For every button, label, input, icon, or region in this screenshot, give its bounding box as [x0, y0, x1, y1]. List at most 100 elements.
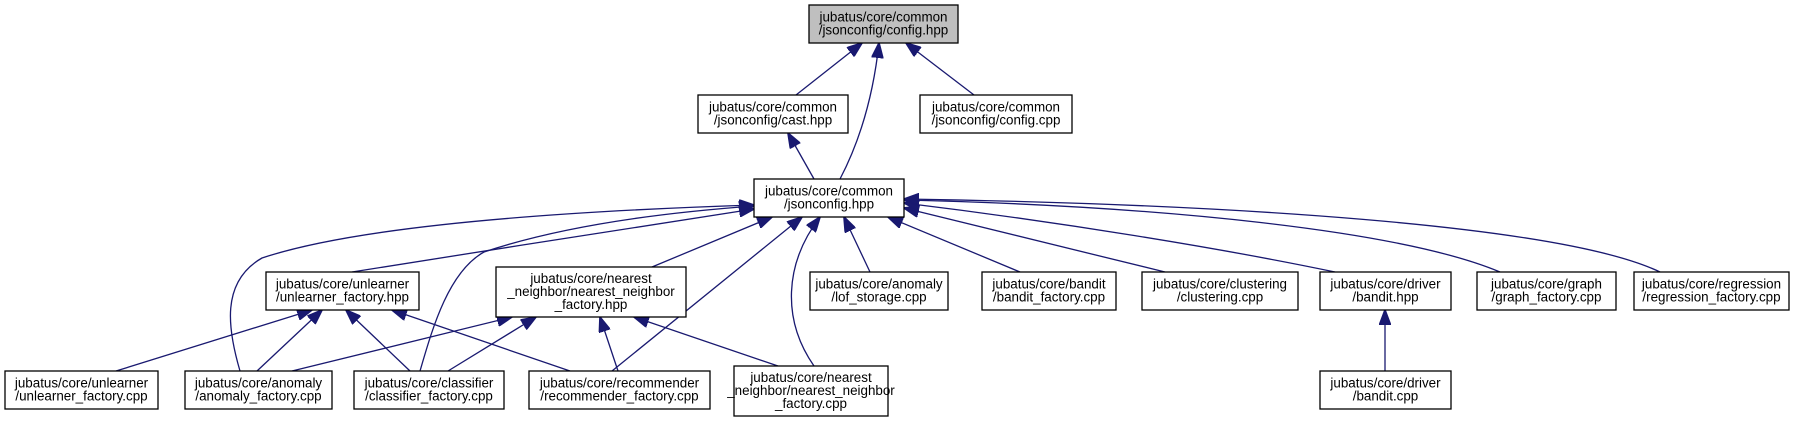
- node-box: [1141, 271, 1299, 311]
- edge-classifier-factory-cpp-includes-jsonconfig-hpp: [419, 206, 754, 372]
- node-label-line: jubatus/core/driver: [1329, 277, 1441, 292]
- node-label-line: /clustering.cpp: [1177, 290, 1263, 305]
- edge-recommender-factory-cpp-includes-unlearner-factory-hpp: [392, 310, 571, 372]
- node-box: [495, 266, 687, 318]
- node-label-line: /jsonconfig/cast.hpp: [714, 113, 832, 128]
- node-config-cpp[interactable]: jubatus/core/common/jsonconfig/config.cp…: [919, 94, 1073, 134]
- edge-graph-factory-cpp-includes-jsonconfig-hpp: [904, 200, 1501, 273]
- edge-lof-storage-cpp-includes-jsonconfig-hpp: [844, 217, 871, 273]
- node-box: [733, 365, 889, 417]
- node-box: [528, 370, 711, 410]
- edge-cast-hpp-includes-config-hpp: [795, 43, 862, 96]
- node-anomaly-factory-cpp[interactable]: jubatus/core/anomaly/anomaly_factory.cpp: [184, 370, 333, 410]
- node-label-line: jubatus/core/nearest: [529, 271, 652, 286]
- node-label-line: /graph_factory.cpp: [1492, 290, 1602, 305]
- node-box: [265, 271, 420, 311]
- node-label-line: /anomaly_factory.cpp: [195, 389, 321, 404]
- node-nn-factory-hpp[interactable]: jubatus/core/nearest_neighbor/nearest_ne…: [495, 266, 687, 318]
- edge-anomaly-factory-cpp-includes-unlearner-factory-hpp: [256, 310, 322, 372]
- node-label-line: jubatus/core/common: [708, 100, 837, 115]
- node-box: [184, 370, 333, 410]
- node-label-line: /jsonconfig/config.cpp: [932, 113, 1061, 128]
- node-graph-factory-cpp[interactable]: jubatus/core/graph/graph_factory.cpp: [1476, 271, 1617, 311]
- node-box: [809, 271, 949, 311]
- node-label-line: jubatus/core/regression: [1641, 277, 1781, 292]
- edge-nn-factory-hpp-includes-jsonconfig-hpp: [651, 217, 772, 268]
- node-label-line: jubatus/core/common: [764, 184, 893, 199]
- node-label-line: /unlearner_factory.cpp: [15, 389, 147, 404]
- node-bandit-factory-cpp[interactable]: jubatus/core/bandit/bandit_factory.cpp: [981, 271, 1117, 311]
- node-box: [1633, 271, 1790, 311]
- node-box: [919, 94, 1073, 134]
- node-box: [697, 94, 849, 134]
- edge-anomaly-factory-cpp-includes-jsonconfig-hpp: [229, 205, 754, 372]
- dependency-edges: [115, 43, 1661, 372]
- edge-recommender-factory-cpp-includes-nn-factory-hpp: [600, 317, 619, 372]
- node-classifier-factory-cpp[interactable]: jubatus/core/classifier/classifier_facto…: [353, 370, 505, 410]
- node-box: [1476, 271, 1617, 311]
- node-label-line: jubatus/core/anomaly: [194, 376, 323, 391]
- node-label-line: jubatus/core/nearest: [749, 370, 872, 385]
- node-label-line: /unlearner_factory.hpp: [276, 290, 409, 305]
- node-lof-storage-cpp[interactable]: jubatus/core/anomaly/lof_storage.cpp: [809, 271, 949, 311]
- node-unlearner-factory-hpp[interactable]: jubatus/core/unlearner/unlearner_factory…: [265, 271, 420, 311]
- node-driver-bandit-cpp[interactable]: jubatus/core/driver/bandit.cpp: [1319, 370, 1452, 410]
- node-label-line: jubatus/core/common: [818, 10, 947, 25]
- node-cast-hpp[interactable]: jubatus/core/common/jsonconfig/cast.hpp: [697, 94, 849, 134]
- file-nodes: jubatus/core/common/jsonconfig/config.hp…: [4, 4, 1790, 417]
- node-label-line: /jsonconfig.hpp: [784, 197, 874, 212]
- edge-jsonconfig-hpp-includes-config-hpp: [839, 43, 879, 180]
- node-label-line: jubatus/core/recommender: [539, 376, 700, 391]
- node-label-line: jubatus/core/bandit: [991, 277, 1105, 292]
- edge-recommender-factory-cpp-includes-jsonconfig-hpp: [611, 217, 802, 372]
- node-label-line: jubatus/core/common: [931, 100, 1060, 115]
- node-label-line: /bandit.cpp: [1353, 389, 1419, 404]
- node-label-line: /recommender_factory.cpp: [540, 389, 698, 404]
- node-label-line: _neighbor/nearest_neighbor: [726, 383, 895, 398]
- node-box: [4, 370, 159, 410]
- node-box: [353, 370, 505, 410]
- edge-nn-factory-cpp-includes-nn-factory-hpp: [634, 317, 779, 367]
- node-label-line: _neighbor/nearest_neighbor: [506, 284, 675, 299]
- node-label-line: jubatus/core/classifier: [364, 376, 494, 391]
- node-label-line: /lof_storage.cpp: [831, 290, 926, 305]
- node-box: [981, 271, 1117, 311]
- node-label-line: /bandit_factory.cpp: [993, 290, 1105, 305]
- node-label-line: jubatus/core/unlearner: [14, 376, 149, 391]
- edge-regression-factory-cpp-includes-jsonconfig-hpp: [904, 199, 1661, 273]
- edge-clustering-cpp-includes-jsonconfig-hpp: [904, 208, 1166, 273]
- edge-classifier-factory-cpp-includes-unlearner-factory-hpp: [346, 310, 411, 372]
- node-box: [1319, 370, 1452, 410]
- node-label-line: /jsonconfig/config.hpp: [819, 23, 949, 38]
- edge-nn-factory-cpp-includes-jsonconfig-hpp: [790, 217, 820, 367]
- node-label-line: /classifier_factory.cpp: [365, 389, 493, 404]
- node-clustering-cpp[interactable]: jubatus/core/clustering/clustering.cpp: [1141, 271, 1299, 311]
- node-box: [1319, 271, 1452, 311]
- node-label-line: /regression_factory.cpp: [1642, 290, 1780, 305]
- node-driver-bandit-hpp[interactable]: jubatus/core/driver/bandit.hpp: [1319, 271, 1452, 311]
- node-label-line: jubatus/core/graph: [1490, 277, 1602, 292]
- node-unlearner-factory-cpp[interactable]: jubatus/core/unlearner/unlearner_factory…: [4, 370, 159, 410]
- edge-config-cpp-includes-config-hpp: [906, 43, 975, 96]
- node-box: [808, 4, 959, 44]
- edge-jsonconfig-hpp-includes-cast-hpp: [788, 133, 815, 180]
- node-regression-factory-cpp[interactable]: jubatus/core/regression/regression_facto…: [1633, 271, 1790, 311]
- node-config-hpp: jubatus/core/common/jsonconfig/config.hp…: [808, 4, 959, 44]
- node-nn-factory-cpp[interactable]: jubatus/core/nearest_neighbor/nearest_ne…: [726, 365, 895, 417]
- node-label-line: _factory.cpp: [774, 396, 847, 411]
- edge-driver-bandit-hpp-includes-jsonconfig-hpp: [904, 203, 1336, 273]
- edge-anomaly-factory-cpp-includes-nn-factory-hpp: [291, 317, 512, 372]
- node-label-line: /bandit.hpp: [1352, 290, 1418, 305]
- edge-unlearner-factory-cpp-includes-unlearner-factory-hpp: [115, 310, 312, 372]
- node-jsonconfig-hpp[interactable]: jubatus/core/common/jsonconfig.hpp: [753, 178, 905, 218]
- edge-unlearner-factory-hpp-includes-jsonconfig-hpp: [351, 209, 754, 273]
- node-label-line: jubatus/core/anomaly: [814, 277, 943, 292]
- node-label-line: jubatus/core/driver: [1329, 376, 1441, 391]
- edge-classifier-factory-cpp-includes-nn-factory-hpp: [447, 317, 536, 372]
- node-label-line: jubatus/core/unlearner: [275, 277, 410, 292]
- node-recommender-factory-cpp[interactable]: jubatus/core/recommender/recommender_fac…: [528, 370, 711, 410]
- node-label-line: _factory.hpp: [554, 297, 628, 312]
- edge-bandit-factory-cpp-includes-jsonconfig-hpp: [888, 217, 1021, 273]
- node-box: [753, 178, 905, 218]
